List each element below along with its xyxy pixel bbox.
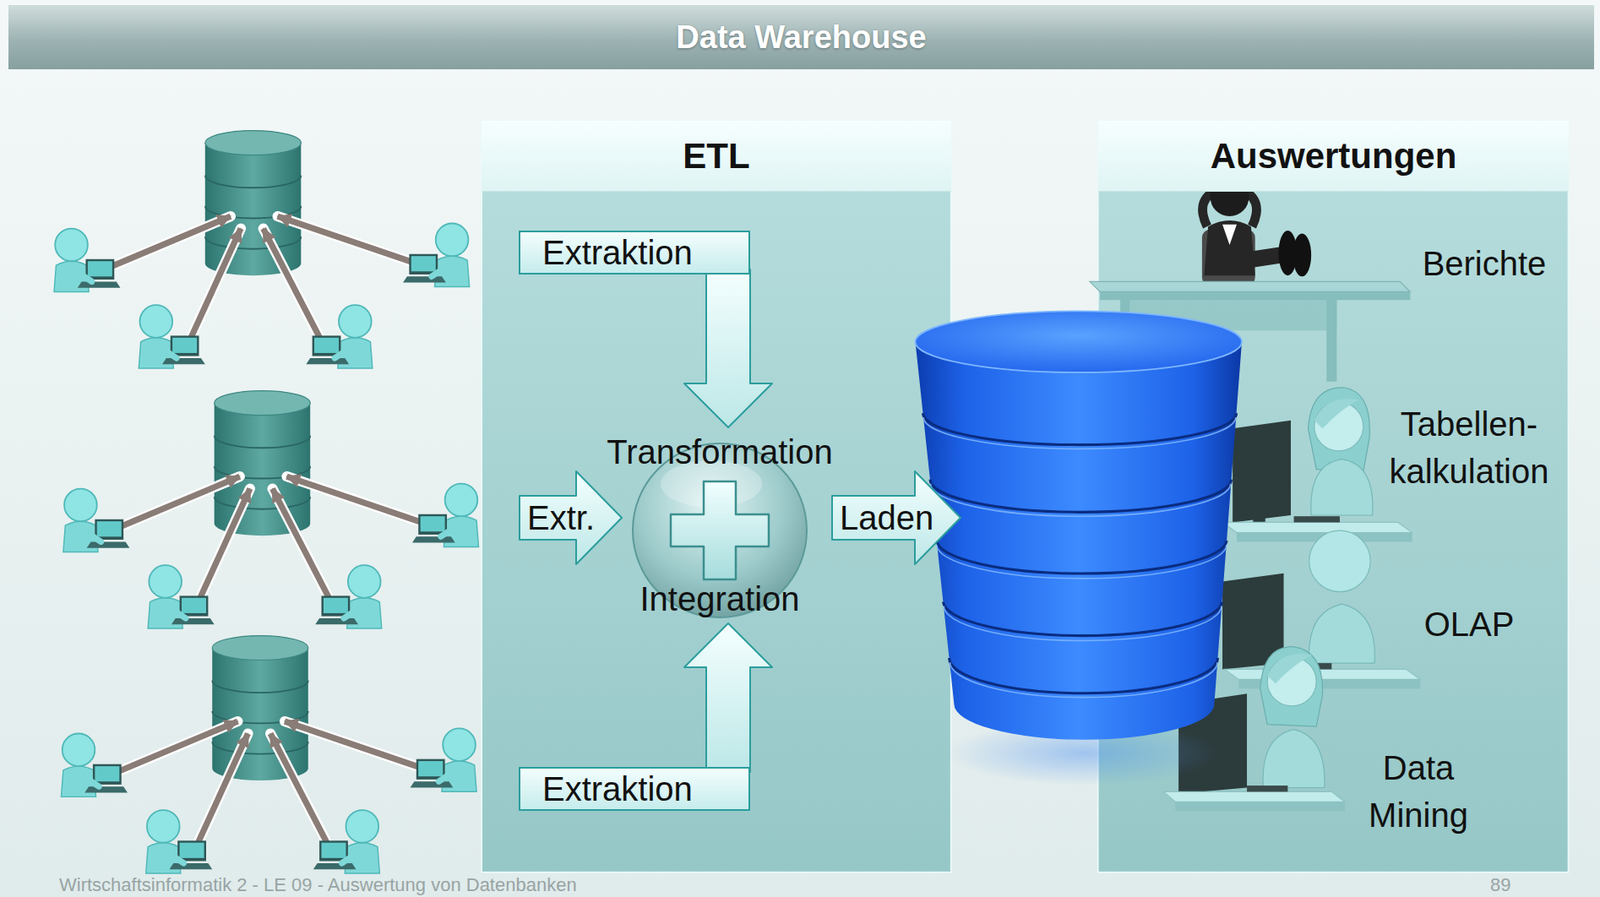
cylinder-top xyxy=(914,310,1242,372)
title-text: Data Warehouse xyxy=(675,16,926,59)
node-text: Extr. xyxy=(518,469,595,566)
source-network xyxy=(63,391,479,629)
source-network xyxy=(54,130,470,369)
process-box: Extraktion xyxy=(518,230,751,275)
illustration-group xyxy=(54,120,1569,874)
warehouse-cylinder xyxy=(914,310,1242,786)
source-network xyxy=(60,636,477,874)
plus-symbol xyxy=(670,481,769,580)
block-arrow xyxy=(684,623,773,773)
process-box: Extraktion xyxy=(518,767,751,811)
output-label: OLAP xyxy=(1424,600,1515,648)
spreadsheet-user xyxy=(1222,387,1413,543)
node-text: Transformation xyxy=(606,430,833,474)
output-label: Tabellen- kalkulation xyxy=(1371,400,1567,496)
panel-header: Auswertungen xyxy=(1098,120,1569,192)
panel-box: Auswertungen xyxy=(1098,120,1569,873)
node-text: Auswertungen xyxy=(1210,134,1458,179)
desk-front xyxy=(1099,291,1410,300)
panel-header: ETL xyxy=(481,120,952,192)
output-label: Data Mining xyxy=(1350,744,1486,839)
output-label: Berichte xyxy=(1422,239,1547,288)
desk-front xyxy=(1175,801,1346,811)
node-text: Integration xyxy=(639,577,800,621)
user-body xyxy=(1262,729,1325,789)
user-head xyxy=(1309,530,1371,592)
page-number: 89 xyxy=(1490,874,1511,897)
boss-legs xyxy=(1246,255,1281,261)
cylinder-rings xyxy=(923,413,1237,694)
footer-text: Wirtschaftsinformatik 2 - LE 09 - Auswer… xyxy=(59,874,577,897)
cylinder-ring-highlights xyxy=(923,417,1236,698)
boss-shoe xyxy=(1292,234,1312,278)
monitor xyxy=(1232,420,1291,523)
hair xyxy=(1260,647,1323,727)
desk-top xyxy=(1089,281,1410,292)
olap-user xyxy=(1222,530,1421,689)
title-bar: Data Warehouse xyxy=(8,5,1595,70)
block-arrow xyxy=(684,269,773,428)
keyboard xyxy=(1294,516,1340,523)
desk-top xyxy=(1163,791,1345,802)
boss-shirt xyxy=(1222,224,1237,245)
hair xyxy=(1308,387,1371,472)
user-body xyxy=(1308,604,1375,664)
node-text: ETL xyxy=(682,134,750,179)
keyboard xyxy=(1246,785,1288,792)
node-text: Laden xyxy=(831,469,934,566)
process-circle: TransformationIntegration xyxy=(599,430,840,621)
cylinder-body xyxy=(914,342,1242,741)
arrow-shape: Laden xyxy=(831,469,962,566)
hair xyxy=(1267,653,1312,684)
desk-top xyxy=(1222,522,1413,533)
node-text: Extraktion xyxy=(542,232,693,273)
desk-top xyxy=(1224,669,1421,680)
desk-leg xyxy=(1326,299,1337,382)
arrow-shape: Extr. xyxy=(518,469,623,566)
user-body xyxy=(1311,459,1373,516)
panel-box: ETLExtraktionExtr.TransformationIntegrat… xyxy=(481,120,952,873)
hair xyxy=(1314,398,1360,429)
node-text: Extraktion xyxy=(542,768,693,810)
